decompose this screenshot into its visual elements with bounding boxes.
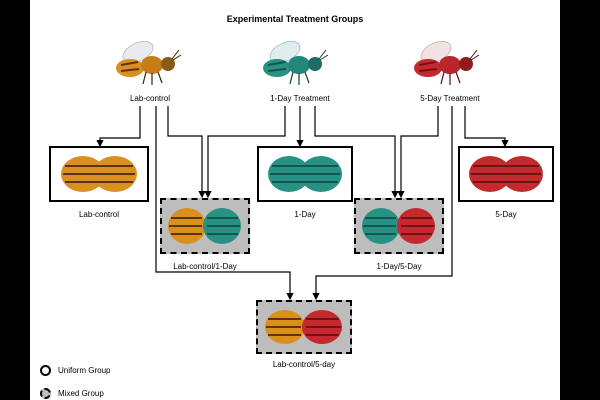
- bee-lab-control: [116, 32, 186, 87]
- bee-pair-icon: [362, 208, 435, 244]
- group-label-5-day: 5-Day: [495, 210, 517, 219]
- arrow-d5-to-lab-d5: [312, 106, 453, 301]
- bee-label-5-day: 5-Day Treatment: [420, 94, 480, 103]
- group-label-lab-control: Lab-control: [78, 210, 120, 219]
- uniform-circle-icon: [40, 365, 51, 376]
- group-label-lab-control-5-day: Lab-control/5-day: [272, 360, 336, 369]
- diagram-title: Experimental Treatment Groups: [226, 14, 364, 24]
- bee-icon: [116, 41, 182, 85]
- legend-mixed-label: Mixed Group: [58, 389, 104, 398]
- arrow-d5-to-d1-d5: [397, 106, 439, 199]
- bee-pair-icon: [168, 208, 241, 244]
- legend-uniform-label: Uniform Group: [58, 366, 111, 375]
- bee-pair-icon: [265, 310, 342, 344]
- group-box-5-day: [458, 146, 554, 202]
- arrow-lab-to-lab-d1: [167, 106, 206, 199]
- arrow-d5-to-d5: [464, 106, 509, 148]
- arrow-lab-to-lab-d5: [155, 106, 294, 301]
- bee-5-day: [414, 32, 484, 87]
- bee-label-lab-control: Lab-control: [129, 94, 171, 103]
- connector-lines: [96, 106, 509, 301]
- bee-icon: [414, 41, 480, 85]
- bee-pair-icon: [61, 156, 137, 192]
- bee-icon: [263, 41, 329, 85]
- group-label-lab-control-1-day: Lab-control/1-Day: [173, 262, 237, 271]
- group-label-1-day: 1-Day: [294, 210, 316, 219]
- legend-mixed: Mixed Group: [40, 387, 160, 400]
- bee-1-day: [263, 32, 333, 87]
- bee-pair-icon: [469, 156, 543, 192]
- group-box-1-day: [257, 146, 353, 202]
- group-box-1-day-5-day: [354, 198, 444, 254]
- arrow-d1-to-d1-d5: [314, 106, 399, 199]
- group-box-lab-control-5-day: [256, 300, 352, 354]
- group-box-lab-control: [49, 146, 149, 202]
- diagram-canvas: Experimental Treatment Groups: [30, 0, 560, 400]
- group-box-lab-control-1-day: [160, 198, 250, 254]
- mixed-circle-icon: [40, 388, 51, 399]
- group-label-1-day-5-day: 1-Day/5-Day: [376, 262, 422, 271]
- bee-pair-icon: [268, 156, 342, 192]
- legend-uniform: Uniform Group: [40, 364, 160, 378]
- bee-label-1-day: 1-Day Treatment: [270, 94, 330, 103]
- arrow-lab-to-lab: [96, 106, 141, 148]
- arrow-d1-to-lab-d1: [204, 106, 286, 199]
